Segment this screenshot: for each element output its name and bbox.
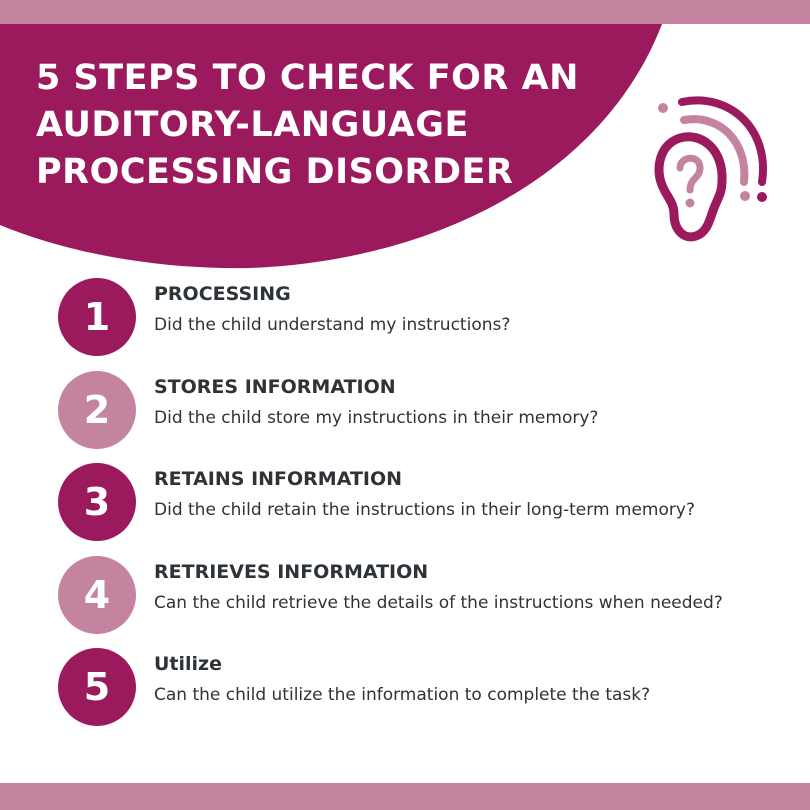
step-3-text: RETAINS INFORMATION Did the child retain…	[154, 467, 766, 521]
bottom-band	[0, 783, 810, 810]
step-1-number-badge: 1	[58, 278, 136, 356]
step-2: 2 STORES INFORMATION Did the child store…	[58, 371, 778, 451]
step-3-number-badge: 3	[58, 463, 136, 541]
step-2-title: STORES INFORMATION	[154, 376, 396, 398]
page-title: 5 STEPS TO CHECK FOR AN AUDITORY-LANGUAG…	[36, 58, 579, 192]
step-5-number-badge: 5	[58, 648, 136, 726]
step-5-title: Utilize	[154, 653, 222, 675]
step-3-title: RETAINS INFORMATION	[154, 468, 403, 490]
step-5: 5 Utilize Can the child utilize the info…	[58, 648, 778, 728]
step-4: 4 RETRIEVES INFORMATION Can the child re…	[58, 556, 778, 636]
step-2-description: Did the child store my instructions in t…	[154, 408, 599, 428]
step-2-text: STORES INFORMATION Did the child store m…	[154, 375, 766, 429]
step-1-title: PROCESSING	[154, 283, 291, 305]
step-5-text: Utilize Can the child utilize the inform…	[154, 652, 766, 706]
step-4-text: RETRIEVES INFORMATION Can the child retr…	[154, 560, 766, 614]
step-3-description: Did the child retain the instructions in…	[154, 500, 695, 520]
header-banner	[0, 24, 662, 269]
step-4-title: RETRIEVES INFORMATION	[154, 561, 429, 583]
ear-sound-question-icon	[654, 96, 768, 242]
step-3: 3 RETAINS INFORMATION Did the child reta…	[58, 463, 778, 543]
step-1-description: Did the child understand my instructions…	[154, 315, 511, 335]
step-4-number-badge: 4	[58, 556, 136, 634]
step-1: 1 PROCESSING Did the child understand my…	[58, 278, 778, 358]
step-5-description: Can the child utilize the information to…	[154, 685, 651, 705]
step-4-description: Can the child retrieve the details of th…	[154, 593, 723, 613]
step-1-text: PROCESSING Did the child understand my i…	[154, 282, 766, 336]
top-band	[0, 0, 810, 24]
step-2-number-badge: 2	[58, 371, 136, 449]
